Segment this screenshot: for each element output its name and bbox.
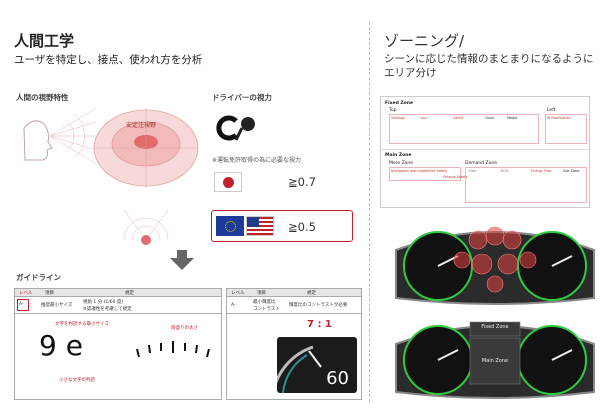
small-text-note: 小さな文字の判読 <box>59 378 95 383</box>
table-rule-1: 視角 1 分 (1/60 度) <box>83 300 124 305</box>
section-title-ergonomics: 人間工学 <box>14 32 75 50</box>
contrast-ratio-sample: 7 : 1 <box>307 319 332 330</box>
section-subtitle-ergonomics: ユーザを特定し、接点、使われ方を分析 <box>14 54 203 66</box>
zone-divider <box>381 149 589 150</box>
down-arrow-stem <box>177 250 187 259</box>
demand-zone-label: Demand Zone <box>465 161 497 166</box>
down-arrow-icon <box>170 258 194 270</box>
table-item: 推奨最小サイズ <box>41 303 73 308</box>
table-row-divider <box>227 313 361 314</box>
top-zone-box <box>389 114 539 144</box>
table-item-2: コントラスト <box>253 307 280 312</box>
table-header-item: 項目 <box>257 291 266 296</box>
zone-diagram: Fixed Zone Top Left Settings ecu Safety … <box>380 96 590 208</box>
table-header-item: 項目 <box>45 291 54 296</box>
ecu-item: ecu <box>421 116 428 120</box>
vision-field-diagram: 安定注視野 <box>14 100 200 250</box>
section-title-zoning: ゾーニング/ <box>384 32 465 50</box>
left-label: Left <box>547 108 556 113</box>
tick-width-note: 目盛りの太さ <box>171 326 198 331</box>
eu-flag-icon <box>216 216 244 236</box>
more-zone-label: More Zone <box>389 161 414 166</box>
settings-item: Settings <box>391 116 405 120</box>
left-zone-box <box>545 114 587 144</box>
us-flag-icon <box>246 216 274 236</box>
section-subtitle-zoning: シーンに応じた情報のまとまりになるようにエリア分け <box>384 53 594 79</box>
eu-us-vision-value: ≧0.5 <box>288 220 316 234</box>
cluster-main-zone-label: Main Zone <box>481 358 509 364</box>
level-badge <box>17 299 29 311</box>
table-header-level: レベル <box>231 291 245 296</box>
safety-item: Safety <box>453 116 464 120</box>
media-item: Media <box>507 116 518 120</box>
guideline-table-1: レベル 項目 規定 A- 推奨最小サイズ 視角 1 分 (1/60 度) ※認識… <box>14 288 222 400</box>
sub-zone-item: Sub Zone <box>563 169 580 173</box>
landolt-ring-icon <box>214 112 260 148</box>
more-zone-box <box>389 167 461 181</box>
table-row-divider <box>15 313 221 314</box>
min-size-note: 文字を判読する最小サイズ <box>55 322 109 327</box>
passive-safety-item: Passive Safety <box>443 175 468 179</box>
driver-vision-label: ドライバーの視力 <box>212 93 272 102</box>
instrument-cluster-2: Fixed Zone Main Zone <box>390 314 600 400</box>
vision-label: 人間の視野特性 <box>16 93 69 102</box>
top-label: Top <box>389 108 397 113</box>
table-item: 最小輝度比 <box>253 300 276 305</box>
table-header-rule: 規定 <box>307 291 316 296</box>
clock-item: Clock <box>485 116 495 120</box>
active-safety-item: Active Safety <box>425 169 448 173</box>
table-level: A- <box>231 303 236 308</box>
fixed-zone-label: Fixed Zone <box>385 101 413 106</box>
speed-value: 60 <box>326 368 349 389</box>
license-note: ※運転免許取得の為に必要な視力 <box>212 157 302 164</box>
guideline-table-2: レベル 項目 規定 A- 最小輝度比 コントラスト 輝度比のコントラストが必要 … <box>226 288 362 400</box>
sample-characters: 9 e <box>39 329 83 362</box>
energy-flow-item: Energy Flow <box>531 169 552 173</box>
nav-warnings-item: Navigation warnings <box>391 169 426 173</box>
table-rule-2: ※認識性を考慮して規定 <box>83 307 132 312</box>
guideline-label: ガイドライン <box>16 273 61 282</box>
tick-marks-sample <box>136 341 210 358</box>
japan-flag-icon <box>214 172 242 192</box>
instrument-cluster-1 <box>390 220 600 306</box>
column-divider <box>369 22 370 402</box>
table-level: A- <box>19 302 24 307</box>
japan-vision-value: ≧0.7 <box>288 175 316 189</box>
cluster-fixed-zone-label: Fixed Zone <box>481 324 509 330</box>
speed-display-sample: 60 <box>277 337 357 393</box>
table-rule: 輝度比のコントラストが必要 <box>289 303 348 308</box>
demand-zone-box <box>465 167 587 203</box>
warn-notification-item: W Notification <box>547 116 571 120</box>
table-header-level: レベル <box>19 291 33 296</box>
main-zone-label: Main Zone <box>385 153 412 158</box>
eco-item: ECO <box>501 169 509 173</box>
fuel-item: Fuel <box>469 169 476 173</box>
table-header <box>227 289 361 297</box>
table-header-rule: 規定 <box>125 291 134 296</box>
table-header <box>15 289 221 297</box>
vision-center-label: 安定注視野 <box>126 122 157 129</box>
